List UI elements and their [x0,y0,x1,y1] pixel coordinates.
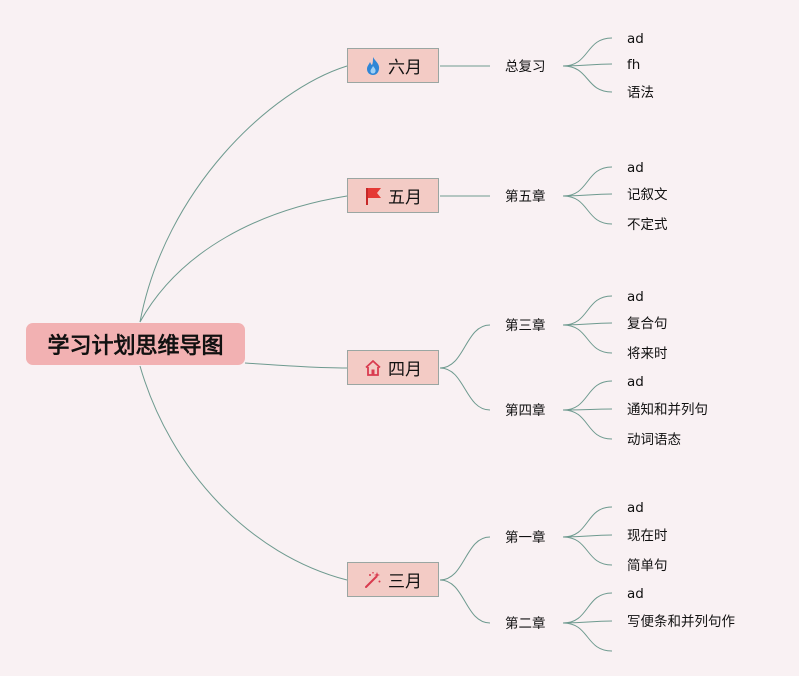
connector-leaf [562,193,613,197]
connector-root-jun [139,65,348,323]
connector-leaf [562,37,613,67]
leaf-node[interactable]: 写便条和并列句作 [627,614,735,630]
connector-leaf [562,592,613,624]
connector-root-mar [139,365,348,581]
connector-leaf [562,322,613,326]
connector-leaf [562,295,613,326]
chapter-node[interactable]: 第一章 [505,530,546,546]
connector-leaf [562,534,613,538]
month-label: 五月 [388,188,422,208]
connector-leaf [562,506,613,538]
connector-leaf [562,324,613,354]
month-node-may[interactable]: 五月 [347,178,439,213]
connector-lines [139,37,613,652]
connector-leaf [562,620,613,624]
leaf-node[interactable]: 简单句 [627,558,668,574]
connector-leaf [562,166,613,197]
leaf-node[interactable]: 不定式 [627,217,668,233]
connector-apr-ch1 [439,324,491,369]
leaf-node[interactable]: 语法 [627,85,654,101]
flag-icon [364,186,382,206]
connector-leaf [562,622,613,652]
root-node[interactable]: 学习计划思维导图 [26,323,245,365]
leaf-node[interactable]: 记叙文 [627,187,668,203]
month-node-june[interactable]: 六月 [347,48,439,83]
leaf-node[interactable]: fh [627,57,641,73]
chapter-node[interactable]: 总复习 [505,59,546,75]
leaf-node[interactable]: ad [627,31,644,47]
magic-wand-icon [364,571,382,589]
chapter-node[interactable]: 第三章 [505,318,546,334]
connector-leaf [562,380,613,411]
connector-leaf [562,65,613,93]
connector-mar-ch1 [439,536,491,581]
connector-mar-ch2 [439,579,491,624]
connector-apr-ch2 [439,367,491,411]
connector-leaf [562,409,613,440]
leaf-node[interactable]: 现在时 [627,528,668,544]
leaf-node[interactable]: ad [627,289,644,305]
month-node-march[interactable]: 三月 [347,562,439,597]
chapter-node[interactable]: 第四章 [505,403,546,419]
leaf-node[interactable]: 将来时 [627,346,668,362]
month-node-april[interactable]: 四月 [347,350,439,385]
leaf-node[interactable]: ad [627,500,644,516]
home-icon [364,359,382,377]
connector-leaf [562,195,613,225]
root-title: 学习计划思维导图 [47,334,224,359]
connector-leaf [562,63,613,67]
leaf-node[interactable]: ad [627,586,644,602]
chapter-node[interactable]: 第二章 [505,616,546,632]
chapter-node[interactable]: 第五章 [505,189,546,205]
month-label: 三月 [388,572,422,592]
month-label: 六月 [388,58,422,78]
leaf-node[interactable]: 动词语态 [627,432,681,448]
fire-icon [364,56,382,76]
connector-root-apr [244,362,348,369]
connector-root-may [139,195,348,323]
leaf-node[interactable]: 复合句 [627,316,668,332]
connector-leaf [562,536,613,566]
connector-leaf [562,408,613,411]
leaf-node[interactable]: 通知和并列句 [627,402,708,418]
leaf-node[interactable]: ad [627,160,644,176]
month-label: 四月 [388,360,422,380]
leaf-node[interactable]: ad [627,374,644,390]
